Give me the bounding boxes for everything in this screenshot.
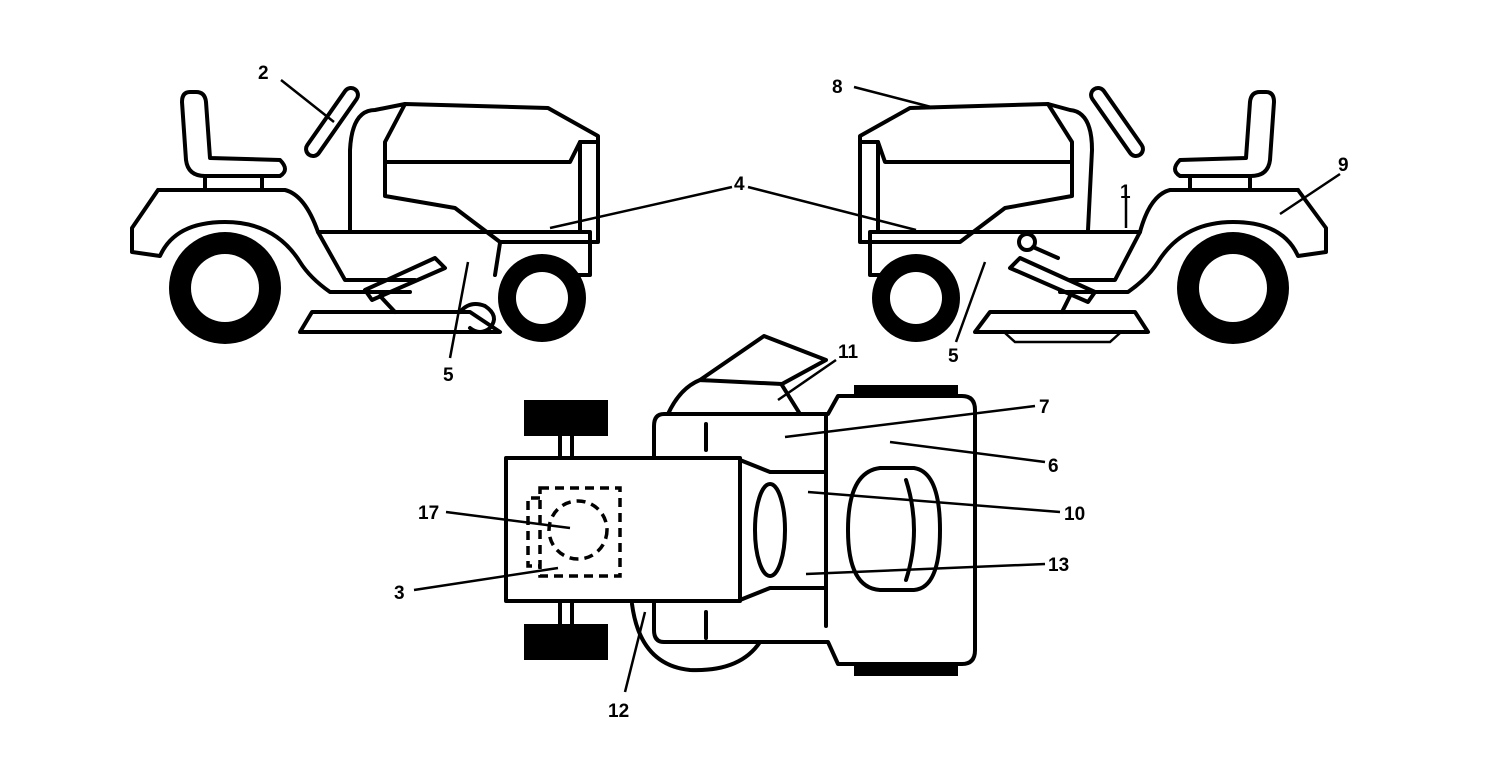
leader-11 <box>777 358 837 402</box>
callout-11: 11 <box>838 342 859 363</box>
steering-column <box>348 102 407 232</box>
leader-13 <box>805 562 1046 576</box>
callout-5-right: 5 <box>948 346 959 367</box>
right-side-view-mower <box>858 85 1328 344</box>
leader-10 <box>807 490 1061 514</box>
mower-deck <box>973 294 1150 334</box>
callout-3: 3 <box>394 583 405 604</box>
callout-12: 12 <box>608 701 629 722</box>
hood-line <box>383 140 600 164</box>
rear-right-tire <box>854 664 958 676</box>
callout-10: 10 <box>1064 504 1085 525</box>
front-hub <box>516 272 568 324</box>
leader-9 <box>1279 172 1341 216</box>
fuel-cap-outline <box>547 499 609 561</box>
callout-5-left: 5 <box>443 365 454 386</box>
hood <box>383 102 600 244</box>
front-hub <box>890 272 942 324</box>
front-axle-top <box>558 434 574 460</box>
left-side-view-mower <box>130 85 600 344</box>
callout-1: 1 <box>1120 182 1131 203</box>
seat <box>180 90 287 178</box>
pedal <box>1008 256 1097 304</box>
leader-5-left <box>448 261 470 359</box>
leader-12 <box>623 611 647 693</box>
deck-handle <box>458 302 496 334</box>
lift-lever <box>1031 245 1060 260</box>
leader-8 <box>853 85 936 110</box>
callout-7: 7 <box>1039 397 1050 418</box>
leader-3 <box>413 566 559 592</box>
discharge-chute-flap <box>698 334 828 386</box>
callout-6: 6 <box>1048 456 1059 477</box>
battery-outline <box>538 486 622 578</box>
hood <box>858 102 1074 244</box>
rear-hub <box>191 254 259 322</box>
steering-wheel <box>753 482 787 578</box>
brake-pedal <box>363 256 447 302</box>
leader-lines <box>280 79 1341 693</box>
leader-4-right <box>747 185 917 232</box>
leader-4-left <box>549 185 733 230</box>
battery-terminal <box>526 496 540 568</box>
leader-6 <box>889 440 1046 464</box>
callout-8: 8 <box>832 77 843 98</box>
leader-17 <box>445 510 571 530</box>
hood <box>504 456 742 603</box>
steering-wheel <box>1089 85 1145 159</box>
callout-numbers: 2 4 5 5 8 1 9 11 7 6 10 13 17 3 12 <box>258 63 1349 722</box>
front-left-tire <box>524 400 608 436</box>
steering-column <box>1046 102 1094 232</box>
seat <box>1173 90 1276 178</box>
callout-4: 4 <box>734 174 745 195</box>
front-axle-bottom <box>558 600 574 626</box>
top-view-mower <box>504 334 977 676</box>
deck-skirt <box>1003 331 1122 344</box>
seat <box>846 466 942 592</box>
callout-13: 13 <box>1048 555 1069 576</box>
lift-lever-knob <box>1017 232 1037 252</box>
callout-9: 9 <box>1338 155 1349 176</box>
front-right-tire <box>524 624 608 660</box>
hood-line <box>858 140 1074 164</box>
mower-deck <box>298 294 502 334</box>
leader-2 <box>280 79 335 123</box>
leader-7 <box>784 404 1036 439</box>
leader-5-right <box>954 261 987 343</box>
callout-2: 2 <box>258 63 269 84</box>
rear-hub <box>1199 254 1267 322</box>
callout-17: 17 <box>418 503 439 524</box>
